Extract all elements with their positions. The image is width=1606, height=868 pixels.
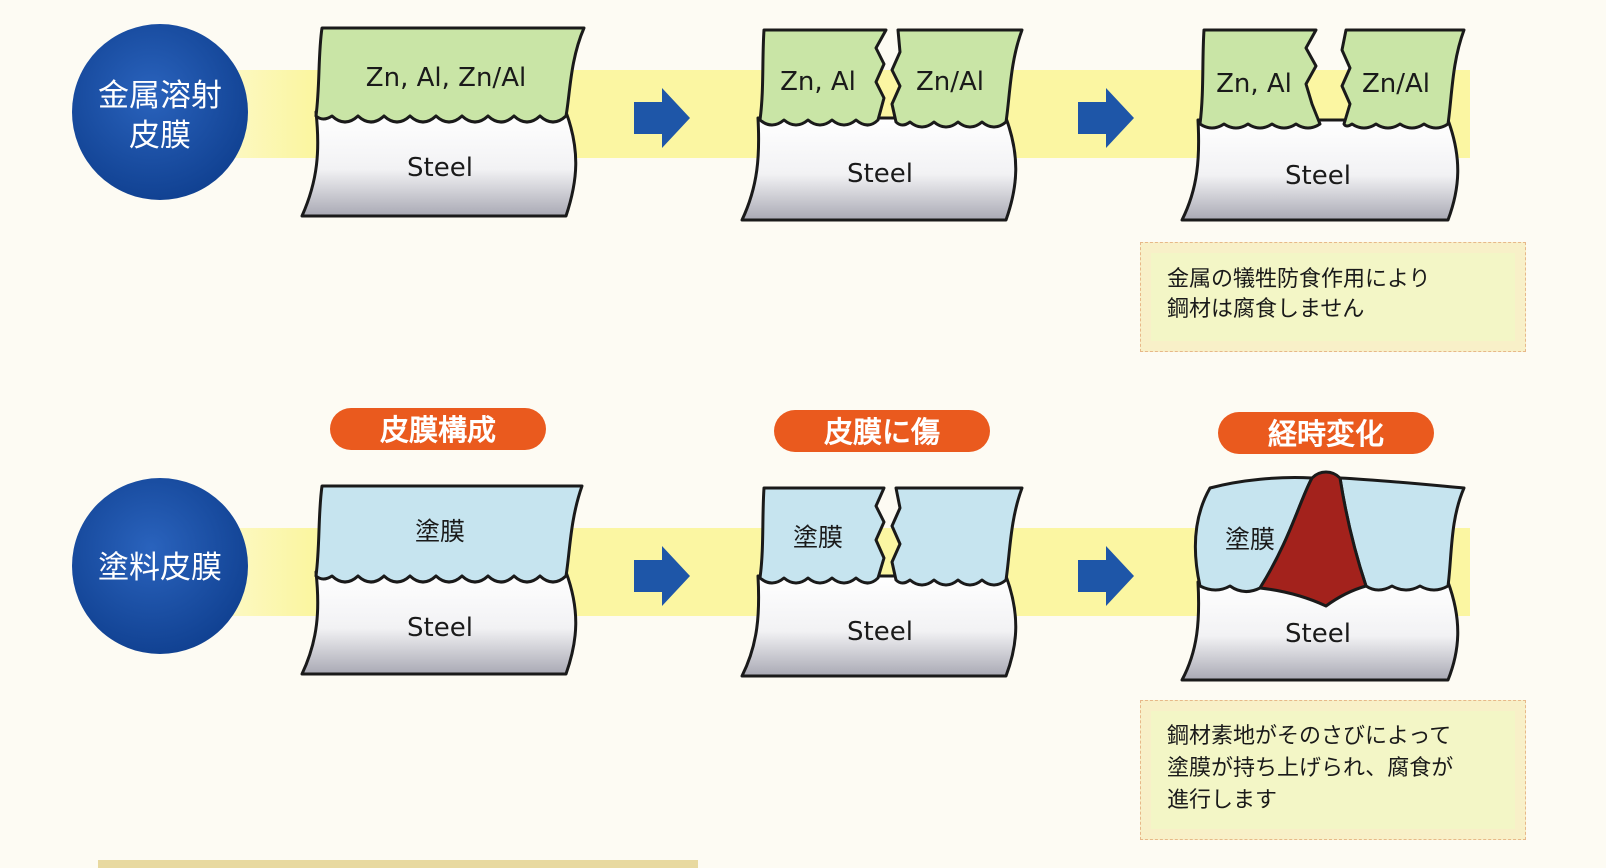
stage-pill-2: 皮膜に傷	[774, 410, 990, 452]
paint-label: 塗料皮膜	[98, 550, 222, 586]
stage-pill-3: 経時変化	[1218, 412, 1434, 454]
paint-panel-1-top-text: 塗膜	[415, 517, 465, 546]
rust-wedge	[1258, 470, 1368, 608]
paint-note-box: 鋼材素地がそのさびによって 塗膜が持ち上げられ、腐食が 進行します	[1140, 700, 1526, 840]
metal-panel-3-steel-text: Steel	[1285, 161, 1351, 191]
stage-pill-1-text: 皮膜構成	[380, 413, 496, 447]
paint-note-text: 鋼材素地がそのさびによって 塗膜が持ち上げられ、腐食が 進行します	[1151, 711, 1515, 829]
metal-panel-3: Zn, Al Zn/Al Steel	[1180, 28, 1466, 222]
paint-panel-2-coating-right	[890, 486, 1024, 587]
paint-panel-1-coating	[314, 484, 584, 584]
paint-panel-3-coating-left	[1193, 475, 1314, 593]
paint-panel-2-coating-left	[758, 486, 886, 585]
metal-panel-2-steel-text: Steel	[847, 159, 913, 189]
bottom-strip	[98, 860, 698, 868]
stage-pill-2-text: 皮膜に傷	[824, 415, 940, 449]
metal-panel-3-coating-left	[1198, 28, 1322, 130]
metal-panel-3-left-text: Zn, Al	[1216, 69, 1292, 99]
stage-pill-3-text: 経時変化	[1268, 417, 1384, 451]
metal-panel-3-right-text: Zn/Al	[1362, 69, 1430, 99]
paint-panel-3-left-text: 塗膜	[1225, 525, 1275, 554]
paint-panel-1: 塗膜 Steel	[300, 484, 584, 676]
metal-panel-2-right-text: Zn/Al	[916, 67, 984, 97]
paint-panel-2-steel-text: Steel	[847, 617, 913, 647]
arrow-4	[1078, 546, 1134, 606]
arrow-2	[1078, 88, 1134, 148]
metal-note-box: 金属の犠牲防食作用により 鋼材は腐食しません	[1140, 242, 1526, 352]
metal-panel-2-coating-left	[758, 28, 888, 127]
stage-pill-1: 皮膜構成	[330, 408, 546, 450]
paint-panel-2-left-text: 塗膜	[793, 523, 843, 552]
metal-panel-2-steel	[740, 116, 1018, 222]
paint-panel-1-steel	[300, 570, 578, 676]
metal-label-line2: 皮膜	[129, 118, 191, 154]
metal-panel-2-coating-right	[890, 28, 1024, 129]
metal-row-label: 金属溶射 皮膜	[72, 24, 248, 200]
arrow-1	[634, 88, 690, 148]
paint-panel-1-steel-text: Steel	[407, 613, 473, 643]
arrow-3	[634, 546, 690, 606]
paint-panel-2: 塗膜 Steel	[740, 486, 1024, 678]
metal-panel-1-steel	[300, 110, 578, 218]
metal-panel-1-top-text: Zn, Al, Zn/Al	[366, 63, 526, 93]
paint-panel-2-steel	[740, 574, 1018, 678]
metal-panel-1-steel-text: Steel	[407, 153, 473, 183]
metal-panel-3-steel	[1180, 118, 1460, 222]
metal-panel-2-left-text: Zn, Al	[780, 67, 856, 97]
metal-panel-1-coating	[314, 26, 586, 124]
metal-panel-2: Zn, Al Zn/Al Steel	[740, 28, 1024, 222]
metal-panel-1: Zn, Al, Zn/Al Steel	[300, 26, 586, 218]
paint-panel-3-steel-text: Steel	[1285, 619, 1351, 649]
metal-note-text: 金属の犠牲防食作用により 鋼材は腐食しません	[1151, 253, 1515, 341]
paint-panel-3: 塗膜 Steel	[1180, 470, 1466, 682]
paint-panel-3-steel	[1180, 580, 1460, 682]
paint-row-label: 塗料皮膜	[72, 478, 248, 654]
metal-panel-3-coating-right	[1340, 28, 1466, 130]
metal-label-line1: 金属溶射	[98, 78, 222, 114]
